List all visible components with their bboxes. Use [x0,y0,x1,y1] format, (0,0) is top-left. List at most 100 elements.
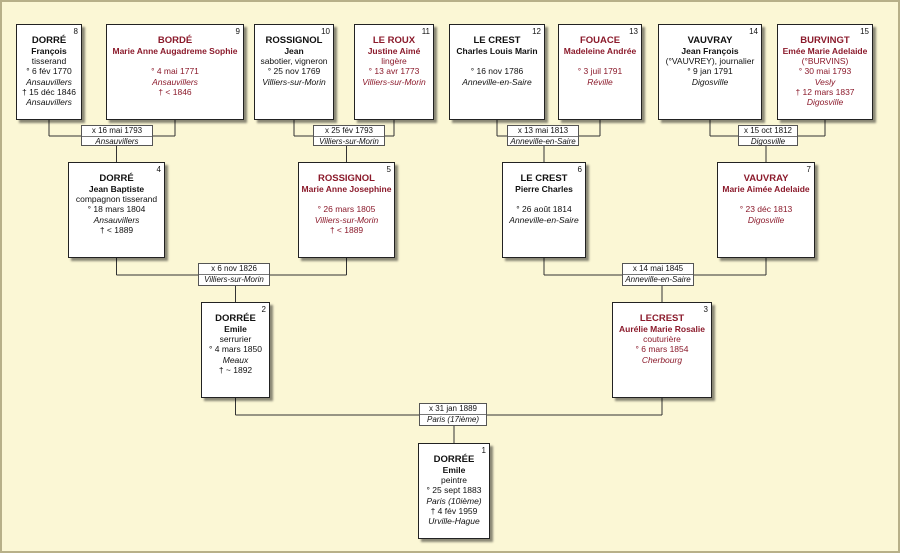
person-detail-line: Anneville-en-Saire [462,76,532,87]
person-given-names: Marie Aimée Adelaide [722,184,810,194]
marriage-place: Ansauvillers [95,137,139,146]
person-detail-line: Digosville [747,214,785,225]
person-detail-line: (°BURVINS) [801,56,849,67]
marriage-date: x 14 mai 1845 [623,264,693,275]
person-given-names: Jean Baptiste [88,184,145,194]
person-given-names: Justine Aimé [367,46,421,56]
person-surname: LE CREST [520,173,568,184]
person-given-names: François [31,46,67,56]
person-detail-line: ° 25 nov 1769 [267,66,321,77]
marriage-date: x 6 nov 1826 [199,264,269,275]
person-given-names: Marie Anne Josephine [301,184,392,194]
person-detail-line: ° 18 mars 1804 [87,204,146,215]
person-detail-line: † 12 mars 1837 [795,86,855,97]
person-detail-line: serrurier [219,334,252,345]
marriage-place: Anneville-en-Saire [510,137,576,146]
person-detail-line: Villiers-sur-Morin [262,76,326,87]
sosa-number: 8 [73,27,78,36]
person-detail-line [718,194,814,204]
person-detail-line: Ansauvillers [26,76,72,87]
person-detail-line: ° 9 jan 1791 [687,66,733,77]
person-detail-line: ° 25 sept 1883 [426,485,482,496]
person-detail-line: Digosville [806,97,844,108]
sosa-number: 10 [321,27,330,36]
person-detail-line: † ~ 1892 [218,364,253,375]
sosa-number: 12 [532,27,541,36]
person-detail-line: Ansauvillers [93,214,140,225]
person-detail-line [107,56,243,66]
marriage-place: Paris (17ième) [426,415,479,424]
person-surname: DORRÉE [433,454,475,465]
person-detail-line: peintre [441,475,467,486]
sosa-number: 5 [386,165,391,174]
person-detail-line: ° 26 août 1814 [516,204,572,215]
person-detail-line [503,194,585,204]
sosa-number: 15 [860,27,869,36]
person-given-names: Emée Marie Adelaide [782,46,868,56]
person-detail-line: Meaux [222,354,249,365]
person-surname: BURVINGT [800,35,850,46]
person-given-names: Emile [442,465,466,475]
sosa-number: 14 [749,27,758,36]
person-detail-line: lingère [381,56,407,67]
person-given-names: Madeleine Andrée [563,46,637,56]
marriage-place: Villiers-sur-Morin [319,137,379,146]
person-given-names: Jean [284,46,304,56]
person-detail-line: Ansauvillers [152,76,198,87]
person-surname: LECREST [639,313,685,324]
sosa-number: 7 [806,165,811,174]
person-detail-line: † < 1889 [99,224,134,235]
person-detail-line: Paris (10ième) [426,495,482,506]
person-detail-line: ° 3 juil 1791 [577,66,623,77]
person-detail-line [559,56,641,66]
person-detail-line: † 15 déc 1846 [22,86,76,97]
marriage-date: x 15 oct 1812 [739,126,797,137]
person-detail-line [450,56,544,66]
person-detail-line: Villiers-sur-Morin [362,76,426,87]
person-detail-line: ° 13 avr 1773 [368,66,420,77]
person-surname: ROSSIGNOL [265,35,323,46]
person-surname: DORRÉ [31,35,67,46]
person-detail-line: ° 6 fév 1770 [26,66,72,77]
person-detail-line: tisserand [31,56,67,67]
person-detail-line: (°VAUVREY), journalier [665,56,755,67]
person-surname: ROSSIGNOL [317,173,375,184]
sosa-number: 2 [261,305,266,314]
marriage-place: Digosville [750,137,786,146]
marriage-date: x 25 fév 1793 [314,126,384,137]
person-detail-line: Digosville [691,76,729,87]
person-detail-line: ° 26 mars 1805 [317,204,376,215]
person-detail-line: ° 6 mars 1854 [635,344,689,355]
person-given-names: Jean François [681,46,739,56]
sosa-number: 11 [421,27,430,36]
person-detail-line: Vesly [814,76,836,87]
person-surname: VAUVRAY [743,173,789,184]
person-surname: LE ROUX [372,35,416,46]
marriage-date: x 13 mai 1813 [508,126,578,137]
person-detail-line: compagnon tisserand [75,194,158,205]
person-detail-line: † < 1846 [158,86,192,97]
sosa-number: 3 [703,305,708,314]
